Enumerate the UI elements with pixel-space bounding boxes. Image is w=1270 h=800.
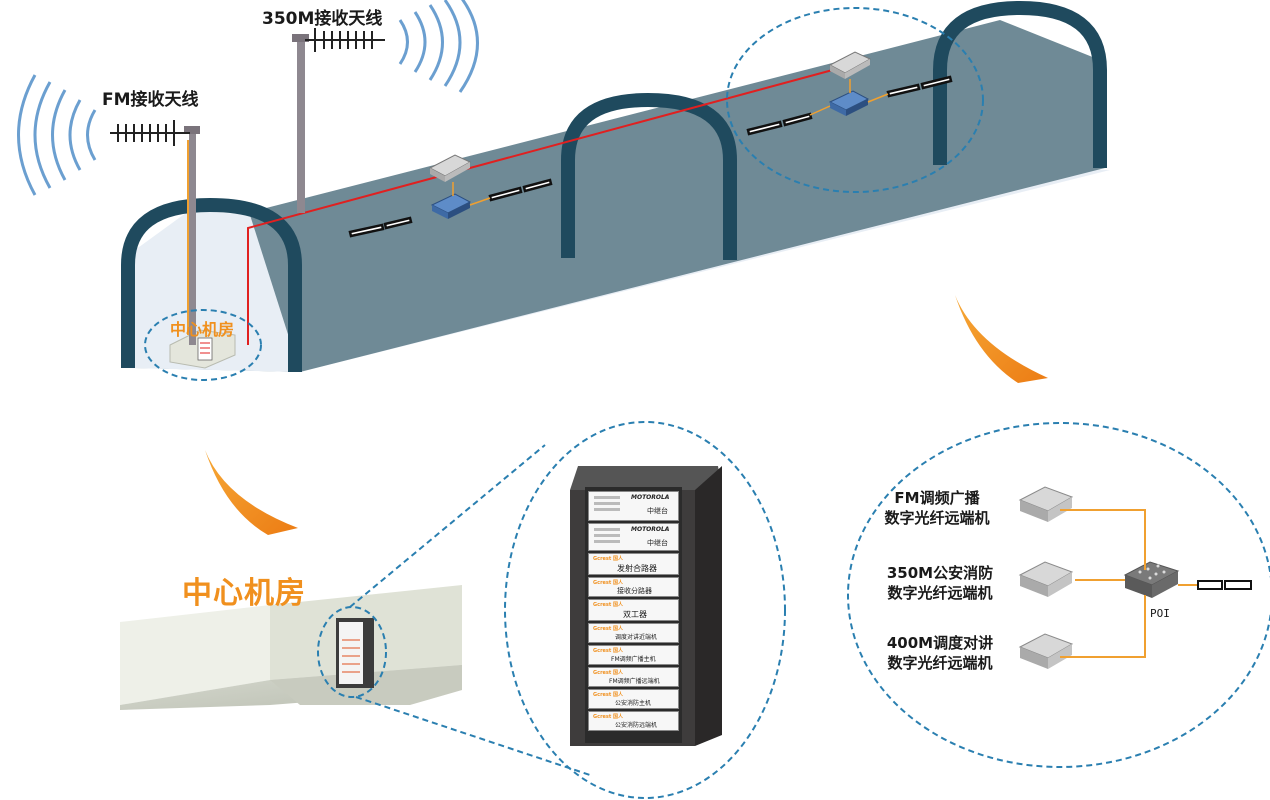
rack-unit-name-6: 调度对讲近端机 <box>615 634 658 641</box>
signal-waves-350m <box>398 0 479 93</box>
fm-antenna-label: FM接收天线 <box>102 90 199 110</box>
remote-unit-fm-icon <box>1018 486 1074 522</box>
rack-unit-duplexer: Gcrest 国人 双工器 <box>588 599 679 621</box>
tunnel-control-room <box>169 329 236 369</box>
remote-unit-350m-line2: 数字光纤远端机 <box>887 584 993 602</box>
tunnel-wall <box>135 20 1105 372</box>
remote-detail <box>1018 486 1252 669</box>
rack-unit-fm-host: Gcrest 国人 FM调频广播主机 <box>588 645 679 665</box>
remote-unit-400m-label: 400M调度对讲 数字光纤远端机 <box>880 633 1000 673</box>
control-room-big-label: 中心机房 <box>182 576 306 611</box>
remote-unit-fm-line1: FM调频广播 <box>894 489 980 507</box>
highlight-remote-detail <box>847 422 1270 768</box>
arrow-to-control-room <box>205 450 298 535</box>
rack-vendor-4: Gcrest 国人 <box>593 580 624 586</box>
tunnel-antennas <box>348 75 953 238</box>
rack-unit-name-7: FM调频广播主机 <box>611 656 656 663</box>
tunnel-poi-2 <box>828 90 870 116</box>
rack-brand-2: MOTOROLA <box>631 526 670 533</box>
remote-unit-fm-line2: 数字光纤远端机 <box>884 509 990 527</box>
leaky-cable <box>247 67 841 345</box>
rack-unit-name-8: FM调频广播远端机 <box>609 678 660 685</box>
rack-unit-name-9: 公安消防主机 <box>615 700 652 707</box>
remote-unit-350m-icon <box>1018 561 1074 597</box>
rack-unit-fire-remote: Gcrest 国人 公安消防远端机 <box>588 711 679 731</box>
tunnel-arch-front <box>121 197 302 372</box>
remote-unit-350m-label: 350M公安消防 数字光纤远端机 <box>880 563 1000 603</box>
rack-unit-dispatch: Gcrest 国人 调度对讲近端机 <box>588 623 679 643</box>
rack-unit-rx-splitter: Gcrest 国人 接收分路器 <box>588 577 679 597</box>
rack-unit-name-2: 中继台 <box>647 539 668 547</box>
tunnel-remote-unit-1 <box>428 154 472 182</box>
remote-unit-400m-line2: 数字光纤远端机 <box>887 654 993 672</box>
rack-vendor-6: Gcrest 国人 <box>593 626 624 632</box>
poi-icon <box>1123 561 1180 598</box>
tunnel-arch-far <box>933 0 1107 168</box>
rack-unit-fm-remote: Gcrest 国人 FM调频广播远端机 <box>588 667 679 687</box>
rack-unit-fire-host: Gcrest 国人 公安消防主机 <box>588 689 679 709</box>
rack-unit-name-3: 发射合路器 <box>617 564 657 573</box>
rack-unit-name-5: 双工器 <box>623 610 647 619</box>
highlight-control-room <box>144 309 262 381</box>
remote-unit-400m-line1: 400M调度对讲 <box>886 634 994 652</box>
rack-unit-name-10: 公安消防远端机 <box>615 722 658 729</box>
remote-unit-400m-icon <box>1018 633 1074 669</box>
rack-vendor-9: Gcrest 国人 <box>593 692 624 698</box>
rack-vendor-3: Gcrest 国人 <box>593 556 624 562</box>
highlight-remote-site <box>726 7 984 193</box>
rack-vendor-7: Gcrest 国人 <box>593 648 624 654</box>
tunnel-poi-1 <box>430 193 472 219</box>
rack-vendor-10: Gcrest 国人 <box>593 714 624 720</box>
rack-vendor-5: Gcrest 国人 <box>593 602 624 608</box>
poi-label: POI <box>1150 607 1170 620</box>
tunnel-arch-middle <box>561 92 737 260</box>
antenna-350m-icon <box>292 28 385 213</box>
remote-unit-fm-label: FM调频广播 数字光纤远端机 <box>882 488 992 528</box>
tunnel <box>121 0 1110 372</box>
rack-unit-repeater-1: MOTOROLA 中继台 <box>588 491 679 521</box>
highlight-rack <box>504 421 786 799</box>
rack-unit-name-1: 中继台 <box>647 507 668 515</box>
signal-waves-fm <box>17 74 97 196</box>
fm-antenna-icon <box>110 120 200 345</box>
rack-brand-1: MOTOROLA <box>631 494 670 501</box>
rack-unit-tx-combiner: Gcrest 国人 发射合路器 <box>588 553 679 575</box>
rack-vendor-8: Gcrest 国人 <box>593 670 624 676</box>
arrow-to-remote-site <box>955 295 1048 383</box>
highlight-small-rack <box>317 606 387 698</box>
ceiling-antenna-icon <box>1197 580 1252 590</box>
rack-unit-name-4: 接收分路器 <box>617 587 652 595</box>
tunnel-remote-unit-2 <box>828 51 872 79</box>
rack-unit-repeater-2: MOTOROLA 中继台 <box>588 523 679 551</box>
remote-unit-350m-line1: 350M公安消防 <box>886 564 994 582</box>
antenna-350m-label: 350M接收天线 <box>262 9 383 29</box>
fiber-lines <box>1060 509 1198 658</box>
control-room-small-label: 中心机房 <box>170 320 235 339</box>
